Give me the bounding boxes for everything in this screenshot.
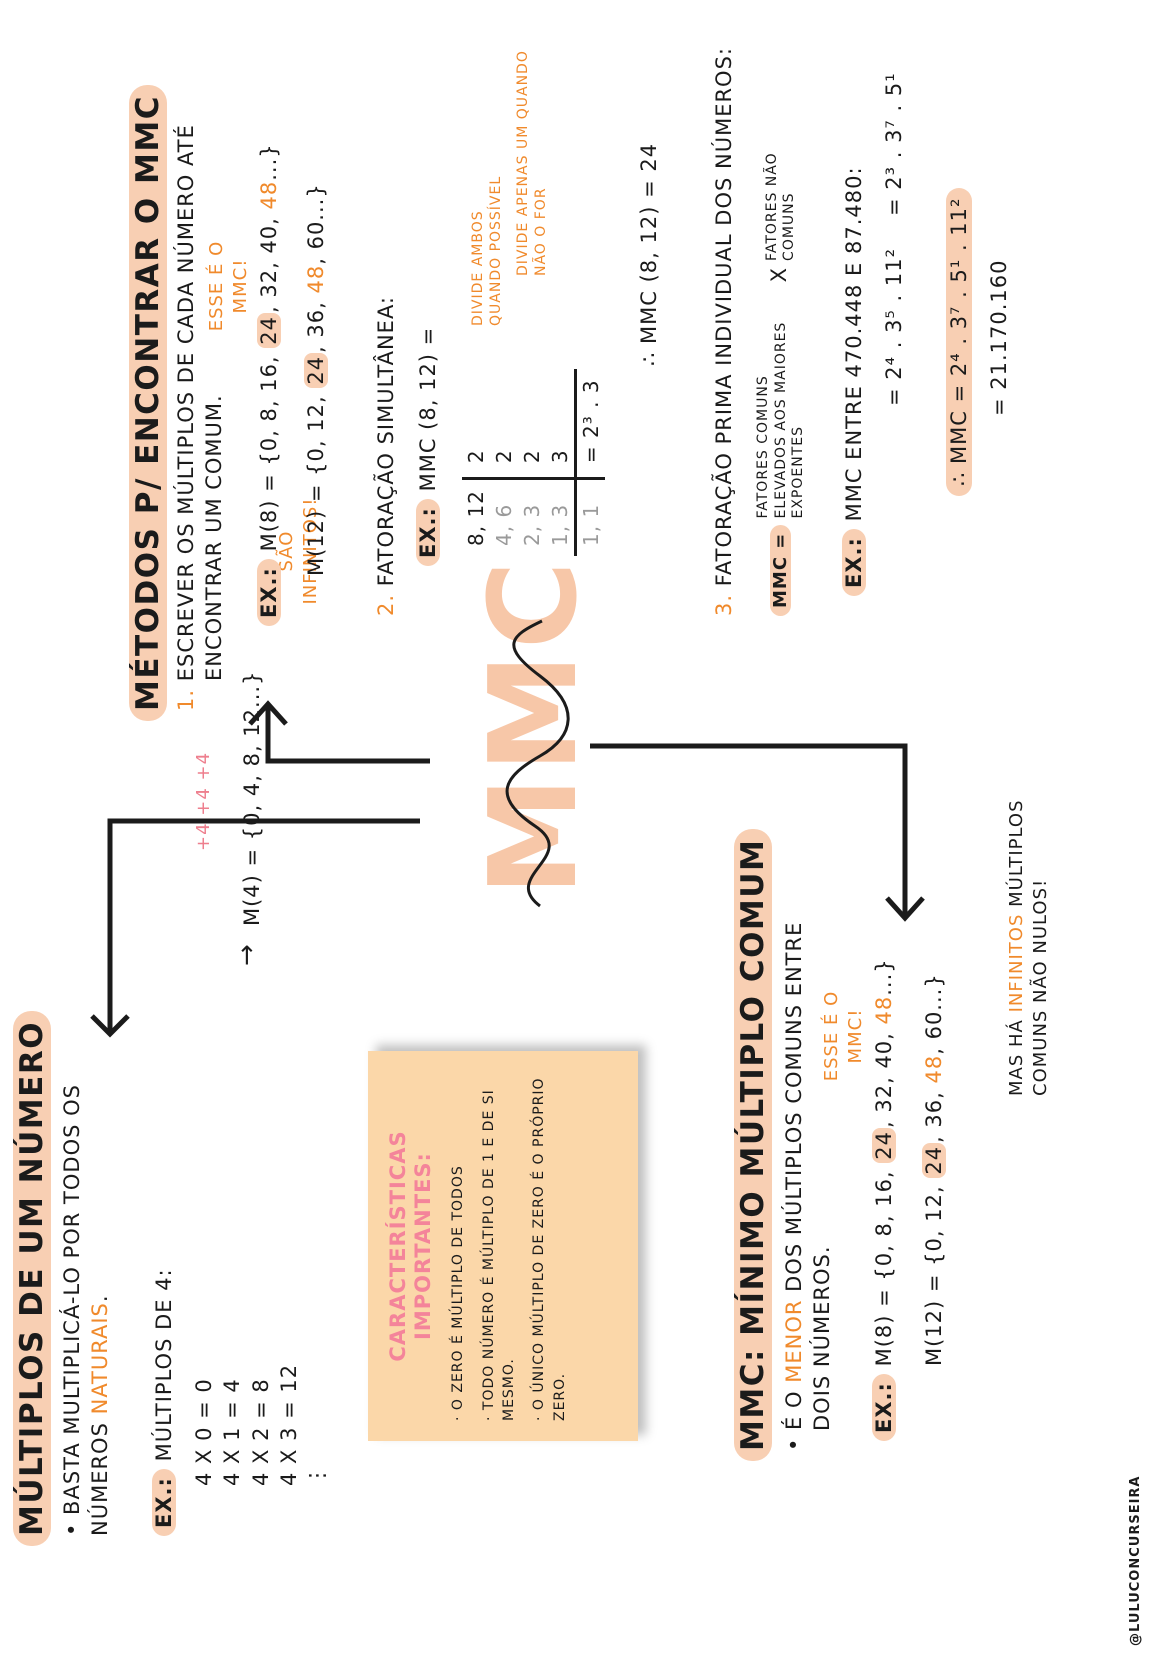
metodo-2: 2. FATORAÇÃO SIMULTÂNEA: (374, 295, 398, 616)
caracteristica-item: · O ZERO É MÚLTIPLO DE TODOS (450, 1165, 467, 1421)
multiplos-arrow: → (232, 943, 262, 966)
multiplos-title: MÚLTIPLOS DE UM NÚMERO (13, 1010, 51, 1546)
metodo-1-esse: ESSE É O MMC! (206, 240, 252, 332)
multiplos-set: M(4) = {0, 4, 8, 12...} (240, 670, 264, 926)
multiplos-bullet: • BASTA MULTIPLICÁ-LO POR TODOS OS NÚMER… (60, 1084, 113, 1536)
center-squiggle (505, 619, 570, 908)
metodo-3-formula: MMC = FATORES COMUNS ELEVADOS AOS MAIORE… (755, 16, 808, 616)
mmc-def-title: MMC: MÍNIMO MÚLTIPLO COMUM (734, 828, 772, 1461)
mmc-def-example: EX.: M(8) = {0, 8, 16, 24, 32, 40, 48...… (870, 958, 898, 1441)
metodo-1-m12: M(12) = {0, 12, 24, 36, 48, 60...} (304, 183, 328, 576)
caracteristica-item: · TODO NÚMERO É MÚLTIPLO DE 1 E DE SI ME… (480, 1089, 517, 1421)
multiplos-example: EX.: MÚLTIPLOS DE 4: (150, 1268, 178, 1536)
caracteristicas-title: CARACTERÍSTICAS IMPORTANTES: (386, 1130, 436, 1362)
note-divide-apenas: DIVIDE APENAS UM QUANDO NÃO O FOR (515, 50, 549, 276)
mmc-def-esse: ESSE É O MMC! (821, 990, 867, 1082)
caracteristicas-sticky-note: CARACTERÍSTICAS IMPORTANTES: · O ZERO É … (368, 1051, 638, 1441)
metodo-1-example: EX.: M(8) = {0, 8, 16, 24, 32, 40, 48...… (255, 143, 283, 626)
metodo-2-result: ∴ MMC (8, 12) = 24 (637, 142, 661, 366)
caracteristicas-list: · O ZERO É MÚLTIPLO DE TODOS · TODO NÚME… (448, 1051, 569, 1441)
metodo-3-example: EX.: MMC ENTRE 470.448 E 87.480: (840, 16, 868, 596)
metodo-3-result: ∴ MMC = 2⁴ . 3⁷ . 5¹ . 11² (945, 187, 973, 496)
multiplos-rows: 4 x 0 = 0 4 x 1 = 4 4 x 2 = 8 4 x 3 = 12… (192, 1363, 330, 1486)
mmc-def-m12: M(12) = {0, 12, 24, 36, 48, 60...} (922, 973, 946, 1366)
metodo-1: 1. ESCREVER OS MÚLTIPLOS DE CADA NÚMERO … (174, 124, 227, 711)
metodo-3-factor-1: = 2⁴ . 3⁵ . 11² (882, 247, 906, 406)
caracteristica-item: · O ÚNICO MÚLTIPLO DE ZERO É O PRÓPRIO Z… (531, 1077, 568, 1421)
multiplos-plus: +4 +4 +4 (193, 751, 214, 851)
metodo-3: 3. FATORAÇÃO PRIMA INDIVIDUAL DOS NÚMERO… (712, 47, 736, 616)
metodo-2-example: EX.: MMC (8, 12) = (414, 327, 442, 566)
metodo-3-factor-2: = 2³ . 3⁷ . 5¹ (882, 72, 906, 216)
note-divide-ambos: DIVIDE AMBOS QUANDO POSSÍVEL (470, 175, 504, 326)
metodo-3-result-value: = 21.170.160 (987, 259, 1011, 416)
mmc-def-note: MAS HÁ INFINITOS MÚLTIPLOS COMUNS NÃO NU… (1006, 799, 1052, 1096)
metodos-title: MÉTODOS P/ ENCONTRAR O MMC (129, 85, 167, 721)
